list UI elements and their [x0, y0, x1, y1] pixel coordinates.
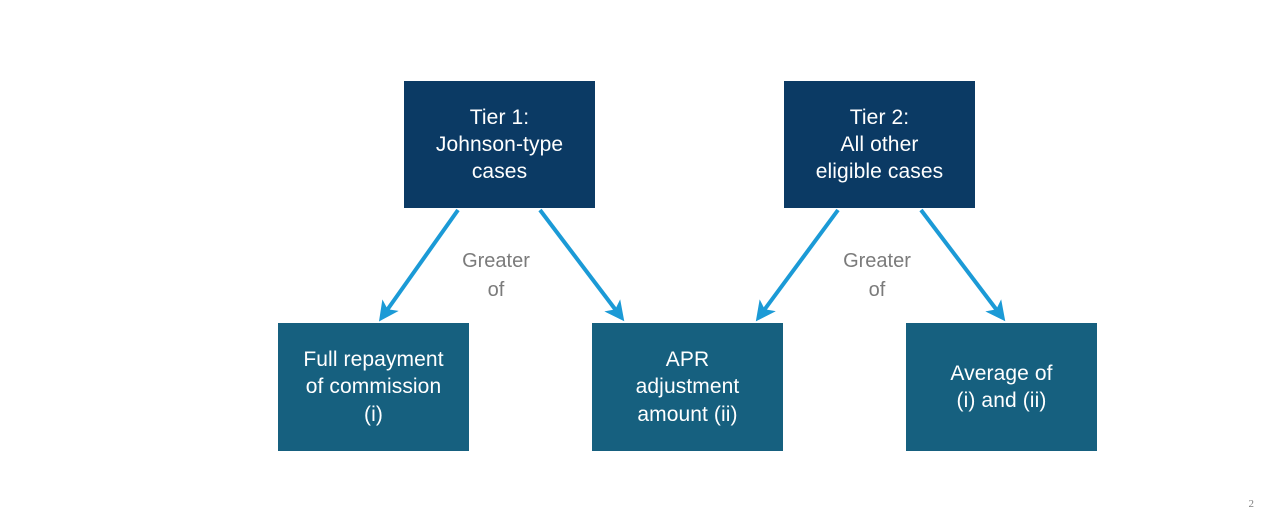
- node-outcome-apr-adjustment: APR adjustment amount (ii): [592, 323, 783, 451]
- node-tier-2: Tier 2: All other eligible cases: [784, 81, 975, 208]
- node-tier-1: Tier 1: Johnson-type cases: [404, 81, 595, 208]
- page-number: 2: [1248, 498, 1255, 510]
- node-outcome-average-label: Average of (i) and (ii): [950, 361, 1053, 412]
- connector-label-tier-1: Greater of: [462, 250, 530, 301]
- node-outcome-average: Average of (i) and (ii): [906, 323, 1097, 451]
- node-outcome-full-repayment: Full repayment of commission (i): [278, 323, 469, 451]
- node-outcome-full-repayment-label: Full repayment of commission (i): [303, 348, 444, 426]
- node-tier-1-label: Tier 1: Johnson-type cases: [435, 105, 564, 184]
- node-outcome-apr-adjustment-label: APR adjustment amount (ii): [635, 348, 740, 426]
- node-tier-2-label: Tier 2: All other eligible cases: [815, 105, 944, 184]
- connector-label-tier-2: Greater of: [843, 250, 911, 301]
